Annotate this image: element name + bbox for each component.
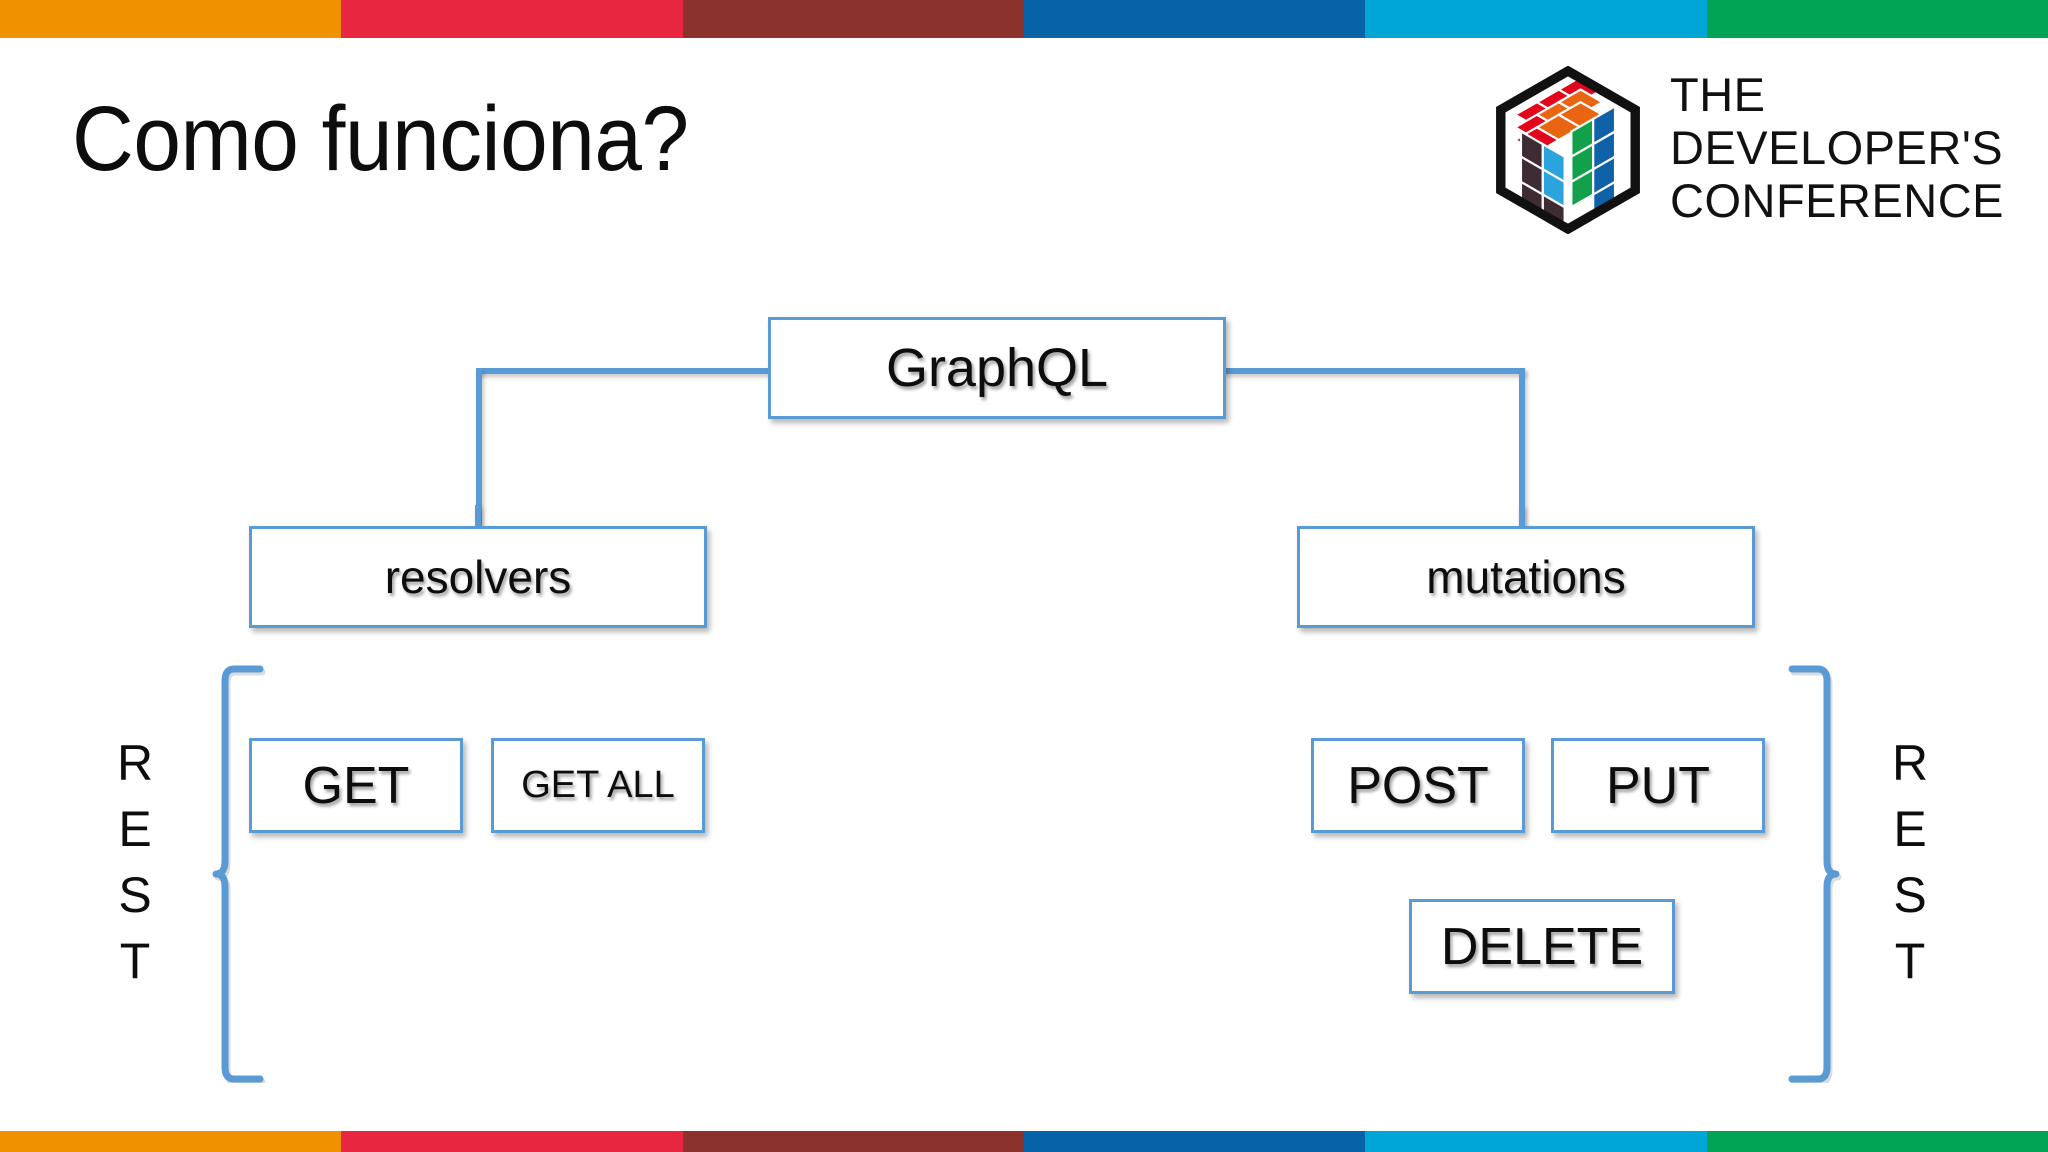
rest-brace-right-icon: [1788, 665, 1842, 1083]
node-delete-label: DELETE: [1440, 917, 1644, 976]
connector-resolvers-stub: [475, 505, 481, 529]
page-title: Como funciona?: [72, 88, 689, 190]
color-bar-segment-dark-blue: [1023, 1131, 1366, 1152]
color-bar-segment-dark-blue: [1023, 0, 1366, 38]
rest-brace-left-icon: [212, 665, 266, 1083]
connector-graphql-to-resolvers-vertical: [476, 368, 482, 529]
color-bar-segment-green: [1706, 1131, 2048, 1152]
rest-letter-s: S: [118, 867, 152, 923]
tdc-wordmark-line-1: THE: [1670, 68, 1766, 121]
node-resolvers[interactable]: resolvers: [249, 526, 707, 628]
color-bar-segment-orange: [0, 1131, 342, 1152]
node-put-label: PUT: [1606, 756, 1710, 815]
rest-letter-r: R: [1891, 735, 1929, 791]
color-bar-segment-green: [1706, 0, 2048, 38]
node-mutations-label: mutations: [1426, 551, 1626, 603]
node-graphql-label: GraphQL: [885, 338, 1109, 398]
rest-letter-t: T: [1894, 933, 1926, 989]
rest-letter-s: S: [1893, 867, 1927, 923]
rest-letter-r: R: [116, 735, 154, 791]
node-get[interactable]: GET: [249, 738, 463, 833]
tdc-wordmark: THE DEVELOPER'S CONFERENCE: [1670, 68, 2020, 227]
connector-mutations-stub: [1519, 505, 1525, 529]
rest-letter-e: E: [118, 801, 152, 857]
color-bar-segment-cyan: [1365, 1131, 1707, 1152]
node-put[interactable]: PUT: [1551, 738, 1765, 833]
node-resolvers-label: resolvers: [384, 551, 572, 603]
connector-graphql-to-mutations-vertical: [1519, 368, 1525, 529]
color-bar-segment-red: [341, 0, 683, 38]
node-get-label: GET: [302, 756, 410, 815]
color-bar-segment-red: [341, 1131, 683, 1152]
color-bar-segment-brick: [682, 0, 1024, 38]
tdc-logo: THE DEVELOPER'S CONFERENCE: [1484, 66, 2024, 234]
color-bar-segment-orange: [0, 0, 342, 38]
rest-label-right: R E S T: [1875, 730, 1945, 994]
node-get-all[interactable]: GET ALL: [491, 738, 705, 833]
tdc-cube-hexagon-icon: [1496, 66, 1640, 234]
tdc-wordmark-line-3: CONFERENCE: [1670, 174, 2005, 227]
rest-letter-t: T: [119, 933, 151, 989]
connector-graphql-to-mutations-horizontal: [1223, 368, 1525, 374]
node-get-all-label: GET ALL: [521, 764, 675, 806]
node-delete[interactable]: DELETE: [1409, 899, 1675, 994]
node-mutations[interactable]: mutations: [1297, 526, 1755, 628]
node-graphql[interactable]: GraphQL: [768, 317, 1226, 419]
bottom-color-bar: [0, 1131, 2048, 1152]
node-post-label: POST: [1347, 756, 1489, 815]
top-color-bar: [0, 0, 2048, 38]
color-bar-segment-cyan: [1365, 0, 1707, 38]
rest-letter-e: E: [1893, 801, 1927, 857]
color-bar-segment-brick: [682, 1131, 1024, 1152]
node-post[interactable]: POST: [1311, 738, 1525, 833]
connector-graphql-to-resolvers-horizontal: [476, 368, 771, 374]
tdc-wordmark-line-2: DEVELOPER'S: [1670, 121, 2004, 174]
rest-label-left: R E S T: [100, 730, 170, 994]
